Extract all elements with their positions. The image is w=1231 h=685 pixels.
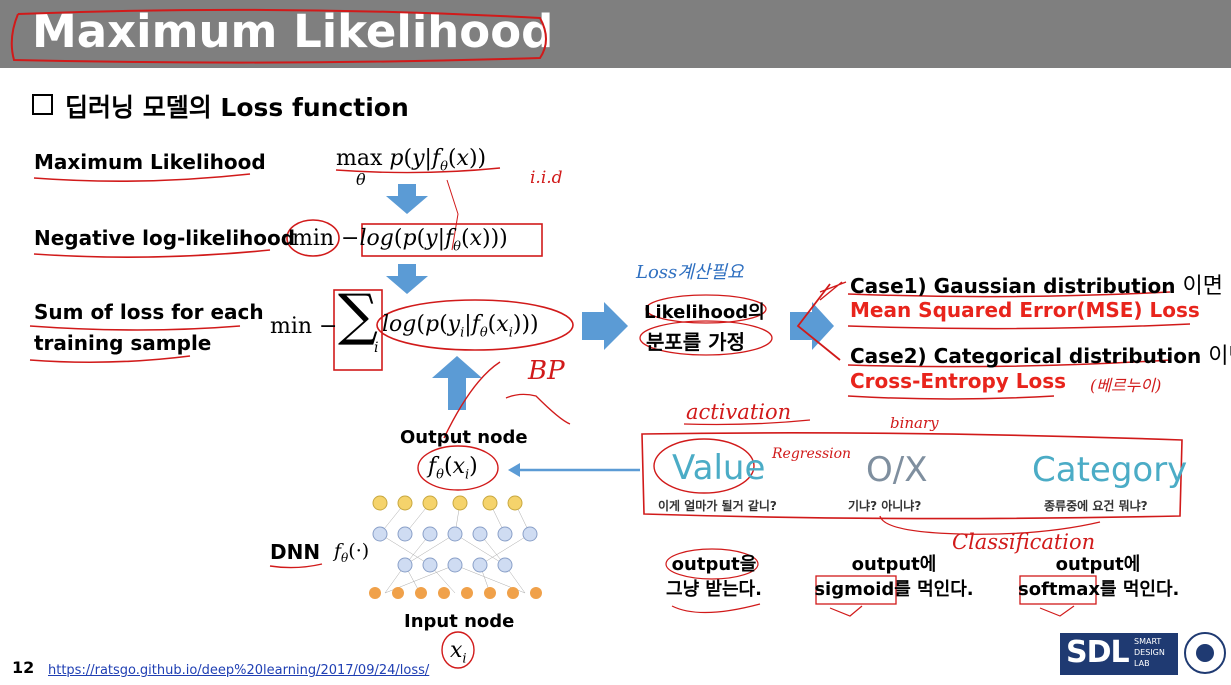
formula-nll: min −log(p(y|fθ(x))) xyxy=(292,226,508,255)
task-value-question: 이게 얼마가 될거 같니? xyxy=(658,499,777,513)
likelihood-line-1: Likelihood의 xyxy=(644,302,765,323)
likelihood-line-2: 분포를 가정 xyxy=(646,330,745,354)
note-regression: Regression xyxy=(772,446,852,462)
task-category-question: 종류중에 요건 뭐냐? xyxy=(1044,499,1148,513)
title-bar xyxy=(0,0,1231,68)
formula-max: max p(y|fθ(x)) xyxy=(336,146,487,175)
dnn-formula: fθ(·) xyxy=(334,540,370,565)
task-box xyxy=(641,432,1183,520)
arrow-left xyxy=(508,463,520,477)
input-node-label: Input node xyxy=(404,611,515,632)
note-activation: activation xyxy=(686,400,792,424)
case2-name: Case2) Categorical distribution 이면 xyxy=(850,344,1231,369)
title-circle-annotation xyxy=(10,8,547,64)
note-binary: binary xyxy=(890,414,939,432)
task-ox-question: 기냐? 아니냐? xyxy=(848,499,922,513)
formula-max-theta: θ xyxy=(356,170,366,189)
task-value-title: Value xyxy=(672,448,766,488)
reference-link[interactable]: https://ratsgo.github.io/deep%20learning… xyxy=(48,663,430,678)
formula-sum-index: i xyxy=(374,340,379,356)
arrow-right-1 xyxy=(582,302,628,350)
loss-calc-note: Loss계산필요 xyxy=(636,262,744,283)
task-ox-title: O/X xyxy=(866,450,928,490)
note-bp: BP xyxy=(528,356,565,386)
arrow-right-2 xyxy=(790,302,834,350)
dnn-label: DNN xyxy=(270,540,321,564)
note-bernoulli: (베르누이) xyxy=(1090,376,1162,395)
formula-sum-min: min − xyxy=(270,314,338,339)
task-category-title: Category xyxy=(1032,450,1188,490)
slide-number: 12 xyxy=(12,658,35,677)
case1-name: Case1) Gaussian distribution 이면 xyxy=(850,274,1223,299)
nll-label: Negative log-likelihood xyxy=(34,226,296,250)
subtitle: 딥러닝 모델의 Loss function xyxy=(32,88,409,124)
output-node-label: Output node xyxy=(400,427,528,448)
arrow-down-2 xyxy=(386,264,428,294)
input-node-formula: xi xyxy=(450,638,467,667)
sum-loss-label-1: Sum of loss for each xyxy=(34,300,264,324)
checkbox-icon xyxy=(32,94,53,115)
sum-loss-label-2: training sample xyxy=(34,331,212,355)
case1-loss: Mean Squared Error(MSE) Loss xyxy=(850,298,1200,322)
case2-loss: Cross-Entropy Loss xyxy=(850,369,1067,393)
max-likelihood-label: Maximum Likelihood xyxy=(34,150,266,174)
dnn-diagram xyxy=(369,495,542,599)
arrow-down-1 xyxy=(386,184,428,214)
output-node-formula: fθ(xi) xyxy=(428,454,478,483)
note-classification: Classification xyxy=(952,530,1096,554)
formula-sum: log(p(yi|fθ(xi))) xyxy=(382,312,539,341)
formula-sigma: ∑ xyxy=(338,283,378,348)
arrow-up xyxy=(432,356,482,410)
note-iid: i.i.d xyxy=(530,168,563,188)
university-seal-icon xyxy=(1184,632,1226,674)
